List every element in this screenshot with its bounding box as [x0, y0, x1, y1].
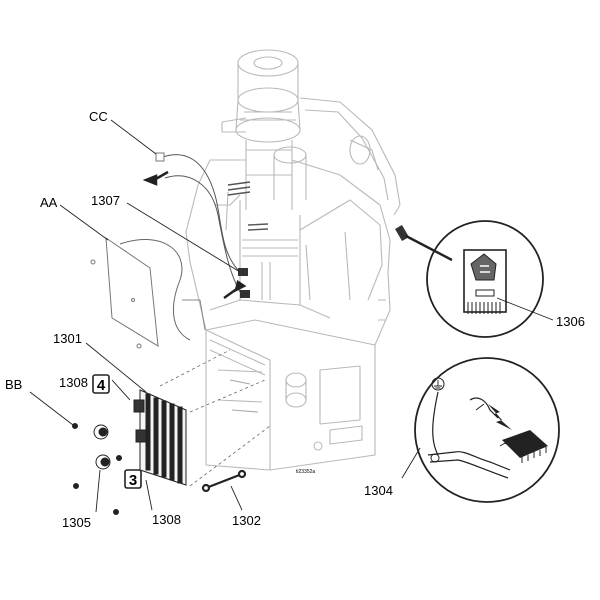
- cable-cc: [155, 152, 241, 293]
- callout-1304: 1304: [364, 483, 393, 498]
- callout-1306: 1306: [556, 314, 585, 329]
- fasteners: [72, 423, 122, 515]
- box-number-3-text: 3: [129, 472, 137, 489]
- callout-1307: 1307: [91, 193, 120, 208]
- callout-1308-top: 1308: [59, 375, 88, 390]
- cable-1302: [201, 469, 247, 493]
- box-number-4: 4: [92, 374, 110, 394]
- callout-1301: 1301: [53, 331, 82, 346]
- leader-lines: [29, 119, 554, 513]
- box-number-4-text: 4: [97, 377, 106, 394]
- arrow-right-icon: [223, 279, 247, 300]
- callout-1308-bottom: 1308: [152, 512, 181, 527]
- callout-aa: AA: [40, 195, 58, 210]
- lightning-icon: [488, 404, 512, 430]
- cover-panel-aa: [90, 237, 206, 349]
- detail-circle-1306: [426, 220, 544, 338]
- control-board-1301: [133, 389, 187, 486]
- connector-cc: [395, 224, 409, 242]
- callout-1302: 1302: [232, 513, 261, 528]
- machine-assembly: [185, 49, 401, 471]
- callout-cc: CC: [89, 109, 108, 124]
- connector-1307: [238, 268, 250, 298]
- microchip-icon: [499, 430, 548, 463]
- callout-bb: BB: [5, 377, 22, 392]
- figure-id: ti23352a: [296, 469, 315, 475]
- box-number-3: 3: [124, 469, 142, 489]
- guide-lines: [159, 349, 271, 487]
- detail-circle-1304: [414, 357, 560, 503]
- callout-1305: 1305: [62, 515, 91, 530]
- leader-cc-to-1306: [405, 234, 453, 262]
- arrow-left-icon: [142, 170, 169, 186]
